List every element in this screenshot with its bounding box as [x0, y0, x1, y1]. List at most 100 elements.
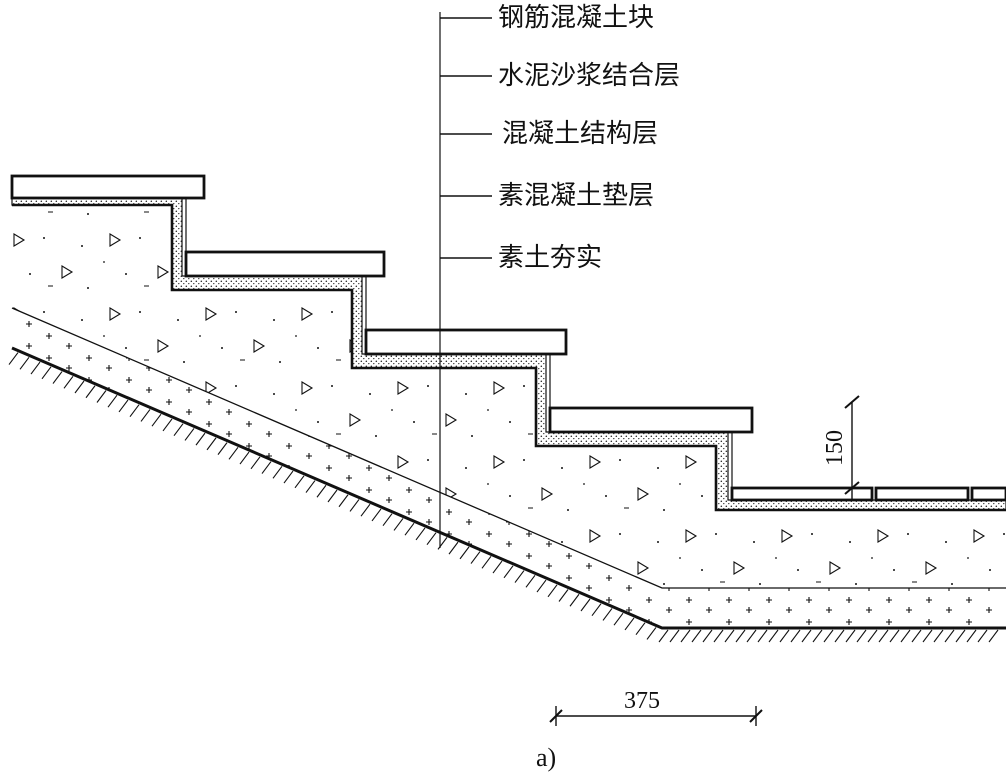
earth-hatch-stroke [823, 629, 834, 643]
gravel-layer [12, 308, 1006, 628]
earth-hatch-stroke [19, 356, 30, 370]
earth-hatch-stroke [801, 629, 812, 643]
earth-hatch-stroke [283, 470, 294, 484]
tread-block-4 [548, 406, 754, 434]
earth-hatch-stroke [239, 451, 250, 465]
label-compacted-soil: 素土夯实 [498, 243, 602, 273]
earth-hatch-stroke [635, 622, 646, 636]
earth-hatch-stroke [757, 629, 768, 643]
earth-hatch-stroke [74, 380, 85, 394]
earth-hatch-stroke [217, 442, 228, 455]
earth-hatch-stroke [955, 629, 966, 643]
earth-hatch-stroke [900, 629, 911, 643]
earth-hatch-stroke [41, 366, 52, 380]
earth-hatch-stroke [415, 527, 426, 541]
earth-hatch-stroke [305, 480, 316, 493]
earth-hatch-stroke [680, 629, 691, 643]
gravel-top-line [11, 307, 1006, 589]
paving-block-3 [970, 486, 1006, 502]
earth-hatch-stroke [966, 629, 977, 643]
earth-hatch-stroke [691, 629, 702, 643]
label-mortar-layer: 水泥沙浆结合层 [498, 61, 680, 91]
earth-hatch-stroke [85, 385, 96, 399]
earth-hatch-stroke [184, 428, 195, 441]
earth-hatch-stroke [206, 437, 217, 451]
earth-hatch-stroke [580, 598, 591, 612]
earth-hatch-stroke [393, 518, 404, 531]
tread-blocks [10, 174, 1006, 502]
earth-hatch-stroke [768, 629, 779, 643]
earth-hatch [8, 352, 999, 643]
earth-hatch-stroke [481, 556, 492, 569]
earth-hatch-stroke [613, 612, 624, 626]
earth-hatch-stroke [547, 584, 558, 598]
earth-hatch-stroke [867, 629, 878, 643]
leader-labels: 钢筋混凝土块 水泥沙浆结合层 混凝土结构层 素混凝土垫层 素土夯实 [440, 3, 680, 273]
earth-hatch-stroke [96, 390, 107, 403]
earth-hatch-stroke [558, 589, 569, 602]
earth-hatch-stroke [250, 456, 261, 470]
dimension-riser-value: 150 [822, 430, 848, 466]
earth-hatch-stroke [492, 560, 503, 574]
earth-hatch-stroke [988, 629, 999, 643]
earth-hatch-stroke [834, 629, 845, 643]
earth-hatch-stroke [669, 629, 680, 643]
earth-hatch-stroke [856, 629, 867, 643]
riser-lines [185, 198, 733, 488]
earth-hatch-stroke [151, 413, 162, 427]
earth-hatch-stroke [162, 418, 173, 432]
earth-hatch-stroke [845, 629, 856, 643]
earth-hatch-stroke [922, 629, 933, 643]
earth-hatch-stroke [591, 603, 602, 617]
earth-hatch-stroke [173, 423, 184, 436]
tread-block-2 [184, 250, 386, 278]
earth-hatch-stroke [503, 565, 514, 579]
dimension-tread-value: 375 [624, 688, 660, 714]
earth-hatch-stroke [316, 484, 327, 498]
earth-hatch-stroke [602, 608, 613, 621]
earth-hatch-stroke [724, 629, 735, 643]
earth-hatch-stroke [459, 546, 470, 560]
earth-hatch-stroke [107, 394, 118, 408]
earth-hatch-stroke [338, 494, 349, 508]
earth-hatch-stroke [812, 629, 823, 643]
earth-hatch-stroke [525, 574, 536, 588]
earth-hatch-stroke [514, 570, 525, 583]
earth-hatch-stroke [294, 475, 305, 489]
earth-hatch-stroke [746, 629, 757, 643]
label-rc-block: 钢筋混凝土块 [498, 3, 654, 33]
earth-hatch-stroke [944, 629, 955, 643]
paving-block-1 [730, 486, 874, 502]
earth-hatch-stroke [977, 629, 988, 643]
earth-hatch-stroke [470, 551, 481, 564]
earth-hatch-stroke [228, 447, 239, 460]
earth-hatch-stroke [735, 629, 746, 643]
earth-hatch-stroke [63, 375, 74, 389]
earth-hatch-stroke [569, 593, 580, 607]
earth-hatch-stroke [140, 409, 151, 422]
earth-hatch-stroke [658, 629, 669, 643]
earth-hatch-stroke [536, 579, 547, 593]
earth-hatch-stroke [702, 629, 713, 643]
earth-hatch-stroke [382, 513, 393, 527]
earth-hatch-stroke [8, 352, 19, 365]
earth-hatch-stroke [261, 461, 272, 474]
structure-profile-line [12, 203, 1006, 512]
earth-hatch-stroke [933, 629, 944, 643]
earth-hatch-stroke [118, 399, 129, 413]
earth-hatch-stroke [779, 629, 790, 643]
earth-hatch-stroke [404, 522, 415, 536]
earth-hatch-stroke [790, 629, 801, 643]
concrete-structure [12, 205, 1006, 588]
earth-hatch-stroke [426, 532, 437, 545]
label-concrete-structure: 混凝土结构层 [502, 119, 658, 149]
label-plain-concrete-cushion: 素混凝土垫层 [498, 181, 654, 211]
figure-caption: a) [536, 743, 556, 772]
earth-hatch-stroke [30, 361, 41, 375]
earth-hatch-stroke [129, 404, 140, 418]
dimension-tread [549, 706, 763, 726]
tread-block-3 [364, 328, 568, 356]
earth-hatch-stroke [878, 629, 889, 643]
